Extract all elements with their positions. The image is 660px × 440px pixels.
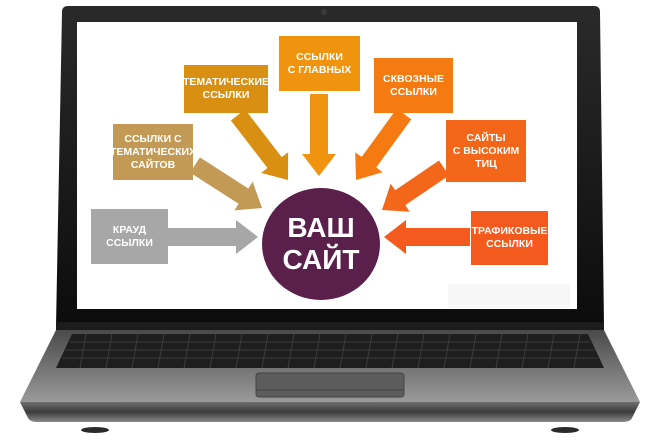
source-box-thematic-sites-links: ССЫЛКИ С ТЕМАТИЧЕСКИХ САЙТОВ (110, 124, 196, 180)
source-box-main-page-links: ССЫЛКИ С ГЛАВНЫХ (279, 36, 360, 91)
source-box-thematic-links: ТЕМАТИЧЕСКИЕ ССЫЛКИ (183, 65, 269, 113)
keyboard (56, 334, 604, 368)
source-box-crowd-links: КРАУД ССЫЛКИ (91, 209, 168, 264)
source-box-high-tic-sites: САЙТЫ С ВЫСОКИМ ТИЦ (446, 120, 526, 182)
source-box-traffic-links: ТРАФИКОВЫЕ ССЫЛКИ (471, 211, 548, 265)
center-your-site: ВАШ САЙТ (262, 188, 380, 300)
source-box-through-links: СКВОЗНЫЕ ССЫЛКИ (374, 58, 453, 113)
touchpad (255, 372, 405, 398)
webcam-icon (321, 9, 327, 15)
